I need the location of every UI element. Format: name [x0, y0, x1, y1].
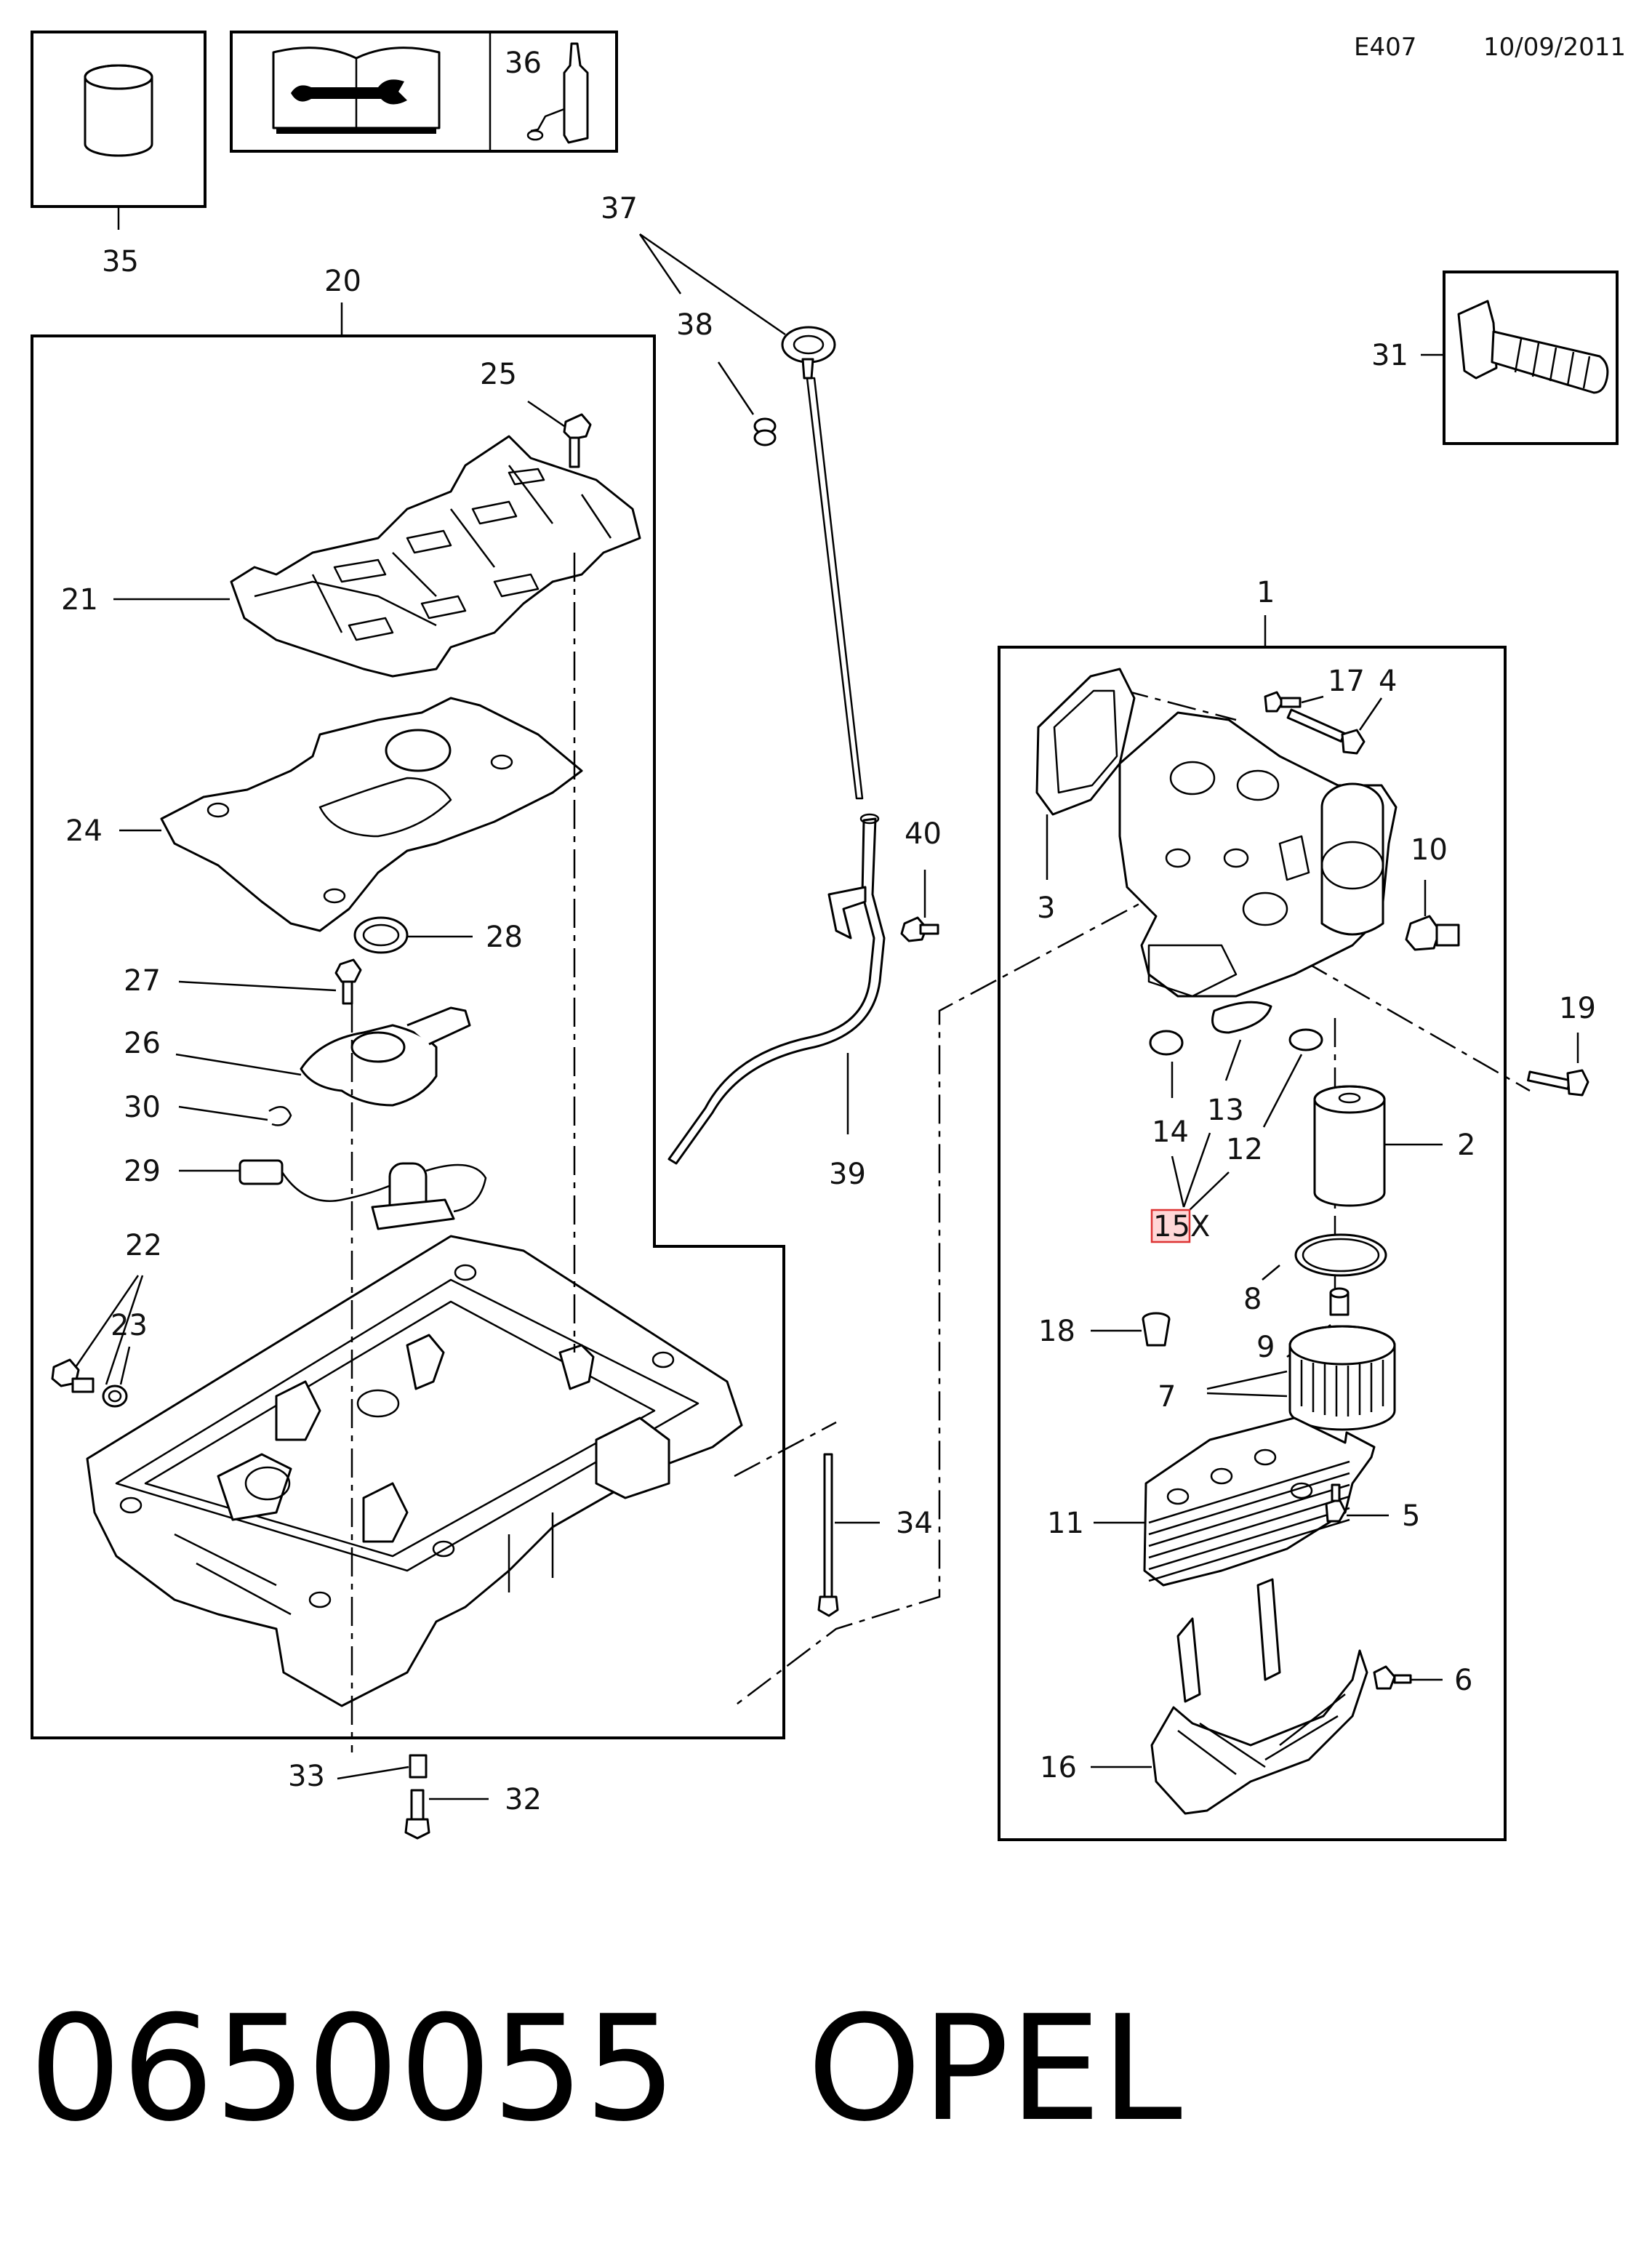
screw-5: [1325, 1483, 1347, 1523]
seal-13: [1211, 1001, 1272, 1034]
baffle-plate-24: [160, 697, 583, 932]
dipstick-blade: [806, 377, 864, 800]
callout-7: 7: [1158, 1380, 1176, 1414]
callout-37: 37: [601, 192, 638, 225]
callout-36: 36: [505, 47, 542, 80]
callout-20: 20: [324, 265, 361, 298]
callout-19: 19: [1559, 992, 1596, 1025]
callout-3: 3: [1037, 891, 1055, 925]
callout-32: 32: [505, 1783, 542, 1816]
callout-5: 5: [1402, 1499, 1420, 1533]
callout-2: 2: [1457, 1129, 1475, 1162]
callout-4: 4: [1379, 665, 1397, 698]
repair-manual-wrench-icon: [272, 47, 441, 134]
valve-9: [1329, 1287, 1350, 1316]
part-number: 0650055: [29, 1984, 677, 2154]
callout-27: 27: [124, 964, 161, 998]
callout-11: 11: [1047, 1507, 1084, 1540]
dipstick-tube-39: [667, 813, 886, 1165]
diagram-code: E407: [1354, 33, 1416, 62]
callout-10: 10: [1411, 833, 1448, 867]
callout-30: 30: [124, 1091, 161, 1124]
callout-25: 25: [480, 358, 517, 391]
callout-6: 6: [1454, 1664, 1472, 1697]
callout-8: 8: [1243, 1283, 1262, 1316]
upper-baffle-21: [230, 435, 641, 678]
plug-33: [409, 1754, 428, 1779]
long-bolt-34: [817, 1453, 839, 1617]
callout-12: 12: [1226, 1133, 1263, 1166]
callout-14: 14: [1152, 1115, 1189, 1149]
filter-cap-7: [1288, 1325, 1396, 1431]
filter-cooler-group-frame: [998, 646, 1507, 1841]
callout-40: 40: [905, 817, 942, 851]
oil-cooler-11: [1143, 1416, 1376, 1587]
bolt-19: [1527, 1069, 1589, 1097]
callout-29: 29: [124, 1155, 161, 1188]
filter-element-2: [1313, 1085, 1386, 1207]
oring-8: [1294, 1233, 1387, 1277]
oring-28: [353, 916, 409, 954]
callout-22: 22: [125, 1229, 162, 1262]
manual-sealant-box: 36: [230, 31, 618, 153]
bracket-16: [1150, 1578, 1368, 1815]
sleeve-box: [31, 31, 206, 208]
insert-18: [1142, 1312, 1171, 1347]
callout-34: 34: [896, 1507, 933, 1540]
bolt-17: [1264, 691, 1302, 713]
washer-23: [102, 1385, 128, 1408]
bolt-4: [1286, 708, 1366, 755]
brand-name: OPEL: [807, 1984, 1182, 2154]
oil-pan-group-frame: [31, 334, 785, 1739]
drain-plug-22: [51, 1358, 95, 1393]
cylinder-sleeve-icon: [84, 64, 153, 157]
callout-17: 17: [1328, 665, 1365, 698]
bolt-27: [334, 958, 362, 1005]
oil-filter-housing-4: [1118, 711, 1398, 998]
callout-15: 15X: [1153, 1210, 1210, 1243]
pressure-switch-10: [1405, 915, 1460, 951]
callout-16: 16: [1040, 1751, 1077, 1784]
callout-9: 9: [1256, 1331, 1275, 1364]
callout-21: 21: [61, 583, 98, 617]
callout-39: 39: [829, 1158, 866, 1191]
callout-13: 13: [1207, 1094, 1244, 1127]
oring-38: [753, 417, 777, 446]
flange-bolt-icon: [1457, 300, 1609, 394]
oil-pan-body: [86, 1235, 743, 1707]
callout-1: 1: [1256, 576, 1275, 609]
callout-28: 28: [486, 921, 523, 954]
dipstick-handle-37: [781, 326, 836, 380]
oil-level-sensor-29: [238, 1159, 487, 1230]
oil-pickup-26: [300, 1006, 471, 1107]
screw-25: [563, 413, 592, 468]
callout-18: 18: [1038, 1315, 1075, 1348]
callout-38: 38: [676, 308, 713, 342]
callout-33: 33: [288, 1760, 325, 1793]
seal-14: [1149, 1030, 1184, 1056]
clip-30: [268, 1106, 292, 1126]
callout-35: 35: [102, 245, 139, 279]
callout-31: 31: [1371, 339, 1408, 372]
bolt-box: [1443, 271, 1619, 445]
sealant-tube-icon: [526, 42, 589, 144]
callout-15-highlight: [1150, 1209, 1191, 1243]
screw-6: [1373, 1665, 1412, 1690]
bolt-32: [404, 1789, 430, 1840]
diagram-date: 10/09/2011: [1483, 33, 1626, 62]
bolt-40: [900, 916, 939, 942]
callout-26: 26: [124, 1027, 161, 1060]
seal-12: [1288, 1028, 1323, 1051]
callout-24: 24: [65, 814, 103, 848]
